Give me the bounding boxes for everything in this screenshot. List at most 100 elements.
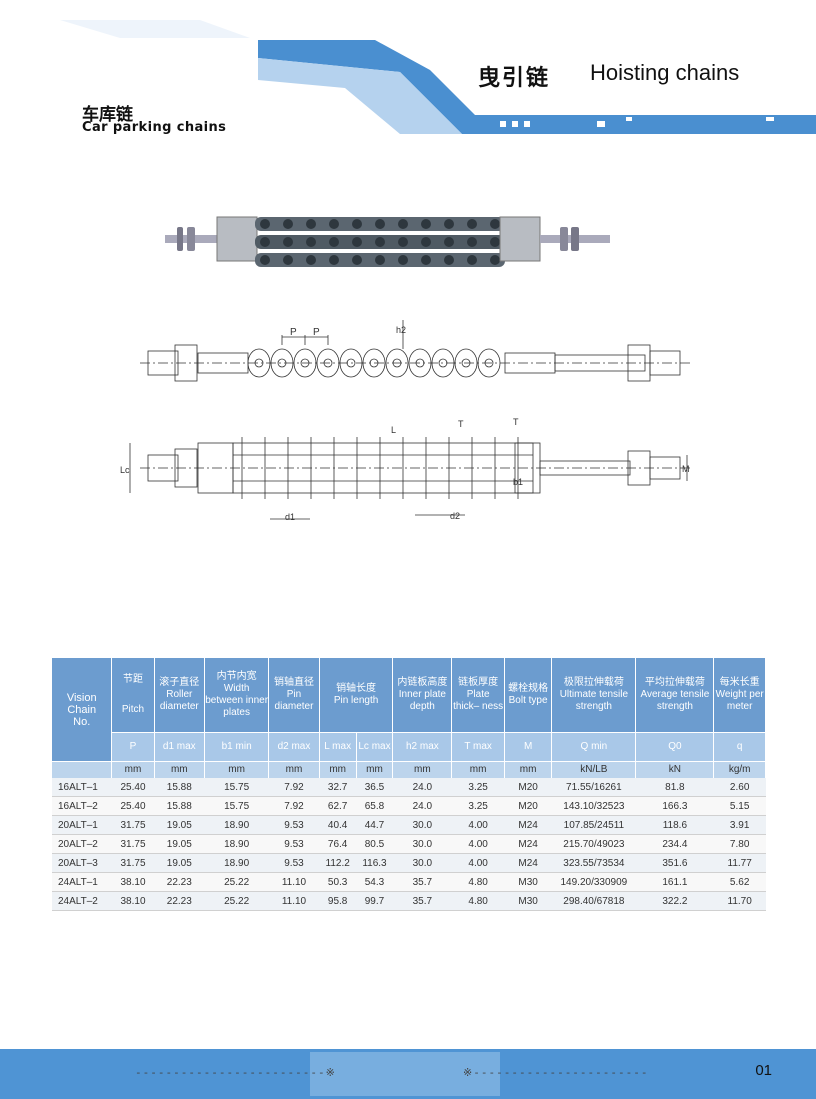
value-cell: 4.80 [451, 872, 505, 892]
link-pin [369, 358, 379, 368]
value-cell: 11.10 [268, 891, 320, 911]
chain-no-cell: 20ALT–1 [52, 815, 112, 835]
symbol-cell: P [111, 732, 155, 762]
value-cell: M24 [504, 815, 552, 835]
value-cell: 9.53 [268, 834, 320, 854]
header-cn: 螺栓规格 [508, 683, 549, 694]
value-cell: 25.22 [204, 891, 269, 911]
nut-left [174, 448, 198, 488]
value-cell: 7.92 [268, 796, 320, 816]
chain-technical-drawing: P P h2 Lc L T T b1 M d1 d2 [120, 320, 690, 522]
clevis-left [197, 352, 249, 374]
value-cell: M20 [504, 778, 552, 797]
unit-cell: mm [319, 761, 357, 778]
value-cell: 161.1 [635, 872, 714, 892]
unit-cell: mm [504, 761, 553, 778]
value-cell: 7.80 [713, 834, 766, 854]
value-cell: 15.75 [204, 796, 269, 816]
value-cell: 166.3 [635, 796, 714, 816]
link-pin [300, 358, 310, 368]
chain-roller [421, 219, 431, 229]
label-d1: d1 [285, 512, 295, 522]
chain-no-cell: 16ALT–2 [52, 796, 112, 816]
value-cell: 107.85/24511 [551, 815, 636, 835]
chain-roller [398, 255, 408, 265]
chain-roller [467, 237, 477, 247]
value-cell: 118.6 [635, 815, 714, 835]
header-title-english: Hoisting chains [590, 60, 740, 85]
unit-cell: mm [392, 761, 453, 778]
link-plate [316, 348, 340, 378]
header-en: Inner plate depth [398, 689, 446, 712]
chain-roller [398, 237, 408, 247]
header-dot [524, 121, 530, 127]
value-cell: 298.40/67818 [551, 891, 636, 911]
value-cell: 149.20/330909 [551, 872, 636, 892]
bolt-end-right [649, 350, 681, 376]
header-cn: 极限拉伸载荷 [563, 677, 624, 688]
symbol-cell: d1 max [154, 732, 206, 762]
value-cell: 19.05 [154, 834, 205, 854]
chain-roller [444, 219, 454, 229]
unit-cell: mm [451, 761, 505, 778]
chain-roller [260, 237, 270, 247]
header-cn: 滚子直径 [159, 677, 200, 688]
right-nut [571, 227, 579, 251]
bolt-end-left [147, 454, 179, 482]
link-pin [323, 358, 333, 368]
symbol-cell: Q0 [635, 732, 715, 762]
header-faint-stripe [60, 20, 250, 38]
unit-cell: mm [111, 761, 155, 778]
value-cell: 18.90 [204, 834, 269, 854]
link-plate [339, 348, 363, 378]
value-cell: 38.10 [111, 891, 155, 911]
label-pitch-1: P [290, 327, 297, 338]
value-cell: 215.70/49023 [551, 834, 636, 854]
left-clevis [216, 216, 258, 262]
value-cell: 19.05 [154, 853, 205, 873]
value-cell: M30 [504, 891, 552, 911]
chain-roller [352, 237, 362, 247]
chain-rollers [260, 219, 500, 265]
footer-band-highlight [310, 1052, 500, 1096]
header-en: Roller diameter [159, 689, 199, 712]
chain-roller [375, 237, 385, 247]
section-title-english: Car parking chains [82, 120, 227, 135]
value-cell: 351.6 [635, 853, 714, 873]
header-blue-band [258, 40, 816, 134]
chain-roller [352, 255, 362, 265]
chain-no-cell: 16ALT–1 [52, 778, 112, 797]
unit-cell: mm [268, 761, 320, 778]
value-cell: 3.25 [451, 796, 505, 816]
value-cell: 35.7 [392, 891, 452, 911]
chain-no-cell: 24ALT–2 [52, 891, 112, 911]
chain-roller [260, 255, 270, 265]
chain-roller [421, 255, 431, 265]
label-h2: h2 [396, 325, 406, 335]
value-cell: 38.10 [111, 872, 155, 892]
symbol-cell: M [504, 732, 553, 762]
value-cell: 18.90 [204, 815, 269, 835]
value-cell: 9.53 [268, 853, 320, 873]
label-l: L [391, 425, 396, 435]
chain-roller [490, 219, 500, 229]
footer-dash-right: ※----------------------- [463, 1066, 649, 1079]
left-nut [177, 227, 183, 251]
footer-dash-left: -------------------------※ [135, 1066, 336, 1079]
unit-cell: mm [154, 761, 206, 778]
link-pin [346, 358, 356, 368]
header-en: Average tensile strength [640, 689, 710, 712]
header-cn: 每米长重 [719, 677, 760, 688]
value-cell: 143.10/32523 [551, 796, 636, 816]
value-cell: 22.23 [154, 891, 205, 911]
value-cell: 11.70 [713, 891, 766, 911]
value-cell: 323.55/73534 [551, 853, 636, 873]
header-en: Weight per meter [715, 689, 764, 712]
clevis-right [504, 352, 556, 374]
